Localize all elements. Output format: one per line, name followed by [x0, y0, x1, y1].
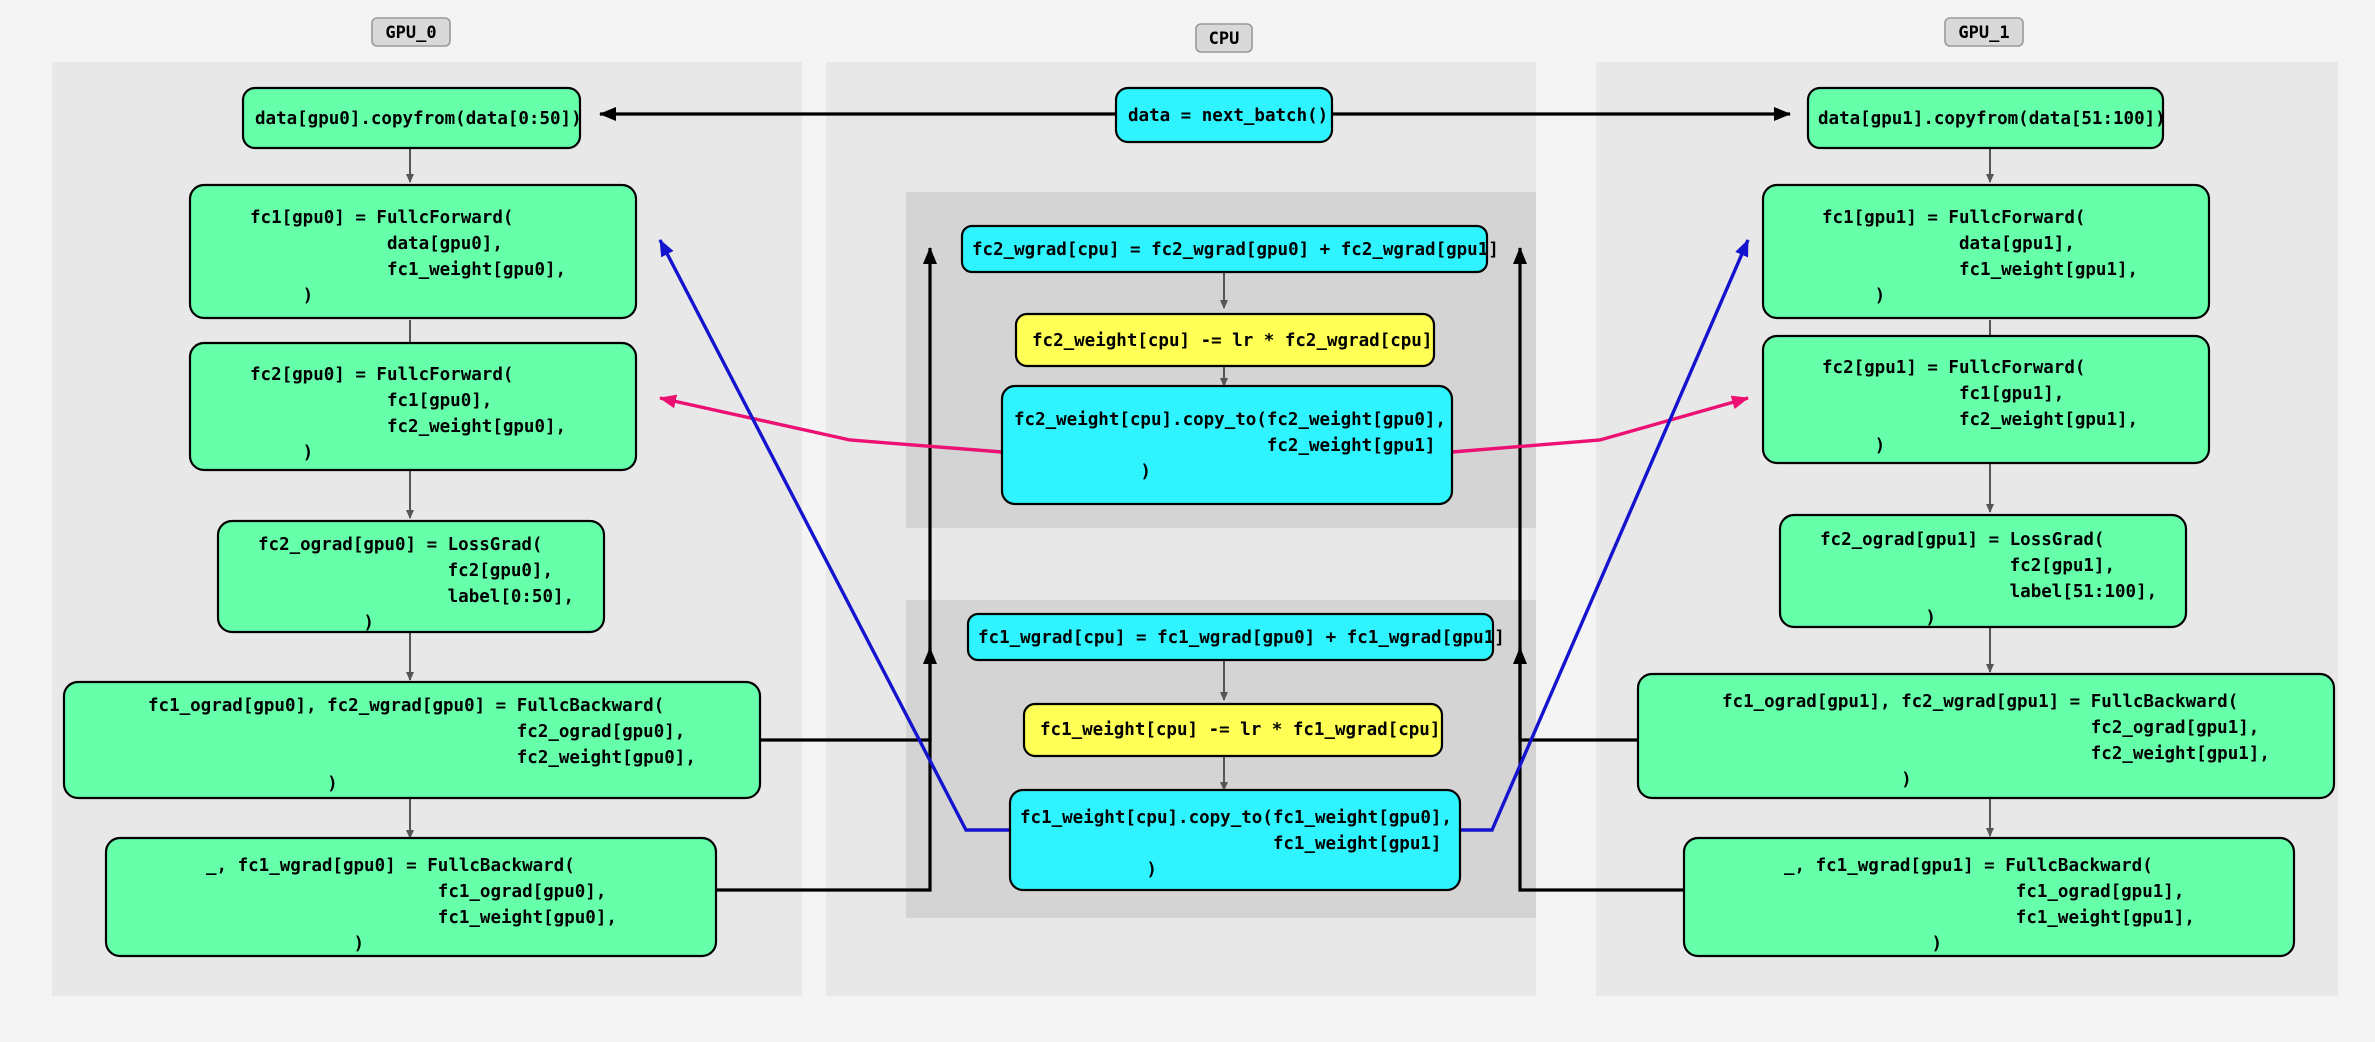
column-header-cpu-label: CPU: [1209, 29, 1240, 49]
node-gpu1-fc2-line3: ): [1822, 436, 1885, 456]
node-gpu1-bwd2-line3: ): [1722, 770, 1912, 790]
node-gpu1-fc2-line1: fc1[gpu1],: [1822, 384, 2064, 404]
node-gpu1-ograd-line1: fc2[gpu1],: [1820, 556, 2115, 576]
node-gpu1-ograd-line2: label[51:100],: [1820, 582, 2157, 602]
column-header-gpu0-label: GPU_0: [385, 23, 436, 43]
node-gpu0-ograd-line1: fc2[gpu0],: [258, 561, 553, 581]
node-gpu1-fc1-line3: ): [1822, 286, 1885, 306]
node-cpu-fc2-copy-line1: fc2_weight[gpu1]: [1014, 436, 1435, 456]
node-gpu1-bwd2-line1: fc2_ograd[gpu1],: [1722, 718, 2259, 738]
node-gpu1-fc2-line0: fc2[gpu1] = FullcForward(: [1822, 358, 2085, 378]
node-cpu-fc1-wgrad-line0: fc1_wgrad[cpu] = fc1_wgrad[gpu0] + fc1_w…: [978, 628, 1505, 648]
node-gpu0-bwd2-line2: fc2_weight[gpu0],: [148, 748, 696, 768]
node-gpu0-bwd2-line1: fc2_ograd[gpu0],: [148, 722, 685, 742]
node-gpu1-bwd1-line0: _, fc1_wgrad[gpu1] = FullcBackward(: [1784, 856, 2153, 876]
column-header-gpu1: GPU_1: [1944, 17, 2024, 47]
node-cpu-next-batch-line0: data = next_batch(): [1128, 106, 1328, 126]
node-gpu1-ograd[interactable]: fc2_ograd[gpu1] = LossGrad( fc2[gpu1], l…: [1778, 513, 2188, 629]
node-gpu0-bwd1-line2: fc1_weight[gpu0],: [206, 908, 617, 928]
node-cpu-fc1-copy[interactable]: fc1_weight[cpu].copy_to(fc1_weight[gpu0]…: [1008, 788, 1462, 892]
node-gpu0-fc1-line1: data[gpu0],: [250, 234, 503, 254]
node-gpu0-bwd2[interactable]: fc1_ograd[gpu0], fc2_wgrad[gpu0] = Fullc…: [62, 680, 762, 800]
node-cpu-fc1-copy-line2: ): [1020, 860, 1157, 880]
node-gpu0-fc1[interactable]: fc1[gpu0] = FullcForward( data[gpu0], fc…: [188, 183, 638, 320]
node-cpu-fc1-copy-line0: fc1_weight[cpu].copy_to(fc1_weight[gpu0]…: [1020, 808, 1452, 828]
node-cpu-fc2-copy-line2: ): [1014, 462, 1151, 482]
node-cpu-fc2-wgrad[interactable]: fc2_wgrad[cpu] = fc2_wgrad[gpu0] + fc2_w…: [960, 224, 1499, 274]
node-gpu0-fc2-line2: fc2_weight[gpu0],: [250, 417, 566, 437]
node-gpu1-ograd-line3: ): [1820, 608, 1936, 628]
node-gpu1-bwd2-line0: fc1_ograd[gpu1], fc2_wgrad[gpu1] = Fullc…: [1722, 692, 2238, 712]
node-gpu0-ograd-line2: label[0:50],: [258, 587, 574, 607]
node-gpu0-fc1-line3: ): [250, 286, 313, 306]
node-gpu0-copyfrom[interactable]: data[gpu0].copyfrom(data[0:50]): [241, 86, 582, 150]
node-gpu0-bwd1-line0: _, fc1_wgrad[gpu0] = FullcBackward(: [206, 856, 575, 876]
node-cpu-fc1-update[interactable]: fc1_weight[cpu] -= lr * fc1_wgrad[cpu]: [1022, 702, 1444, 758]
node-gpu0-fc1-line2: fc1_weight[gpu0],: [250, 260, 566, 280]
column-header-cpu: CPU: [1195, 23, 1253, 53]
node-gpu0-fc2-line1: fc1[gpu0],: [250, 391, 492, 411]
node-cpu-fc1-copy-line1: fc1_weight[gpu1]: [1020, 834, 1441, 854]
node-gpu0-bwd2-line0: fc1_ograd[gpu0], fc2_wgrad[gpu0] = Fullc…: [148, 696, 664, 716]
node-gpu0-bwd1-line3: ): [206, 934, 364, 954]
edge-cpu-fc2copy-to-gpu1: [1451, 395, 1749, 454]
node-gpu1-fc1-line2: fc1_weight[gpu1],: [1822, 260, 2138, 280]
node-cpu-fc1-wgrad[interactable]: fc1_wgrad[cpu] = fc1_wgrad[gpu0] + fc1_w…: [966, 612, 1505, 662]
node-cpu-fc2-copy-line0: fc2_weight[cpu].copy_to(fc2_weight[gpu0]…: [1014, 410, 1446, 430]
edge-cpu-fc1copy-to-gpu1: [1455, 239, 1750, 832]
node-gpu0-fc1-line0: fc1[gpu0] = FullcForward(: [250, 208, 513, 228]
node-cpu-fc2-update[interactable]: fc2_weight[cpu] -= lr * fc2_wgrad[cpu]: [1014, 312, 1436, 368]
node-gpu1-copyfrom-line0: data[gpu1].copyfrom(data[51:100]): [1818, 109, 2166, 129]
node-cpu-fc2-wgrad-line0: fc2_wgrad[cpu] = fc2_wgrad[gpu0] + fc2_w…: [972, 240, 1499, 260]
node-gpu1-bwd1-line1: fc1_ograd[gpu1],: [1784, 882, 2184, 902]
node-gpu1-fc1-line1: data[gpu1],: [1822, 234, 2075, 254]
node-gpu1-bwd1[interactable]: _, fc1_wgrad[gpu1] = FullcBackward( fc1_…: [1682, 836, 2296, 958]
node-gpu0-bwd1[interactable]: _, fc1_wgrad[gpu0] = FullcBackward( fc1_…: [104, 836, 718, 958]
node-gpu1-ograd-line0: fc2_ograd[gpu1] = LossGrad(: [1820, 530, 2104, 550]
node-cpu-fc2-copy[interactable]: fc2_weight[cpu].copy_to(fc2_weight[gpu0]…: [1000, 384, 1454, 506]
node-gpu0-fc2[interactable]: fc2[gpu0] = FullcForward( fc1[gpu0], fc2…: [188, 341, 638, 472]
node-gpu0-ograd[interactable]: fc2_ograd[gpu0] = LossGrad( fc2[gpu0], l…: [216, 519, 606, 634]
node-cpu-fc2-update-line0: fc2_weight[cpu] -= lr * fc2_wgrad[cpu]: [1032, 331, 1432, 351]
node-gpu0-ograd-line3: ): [258, 613, 374, 633]
node-gpu1-bwd1-line2: fc1_weight[gpu1],: [1784, 908, 2195, 928]
node-gpu1-fc2-line2: fc2_weight[gpu1],: [1822, 410, 2138, 430]
node-gpu0-fc2-line3: ): [250, 443, 313, 463]
edge-gpu1-bwd1-to-cpu-fc1wgrad: [1513, 647, 1684, 892]
node-gpu1-copyfrom[interactable]: data[gpu1].copyfrom(data[51:100]): [1806, 86, 2166, 150]
node-gpu1-bwd1-line3: ): [1784, 934, 1942, 954]
node-gpu0-fc2-line0: fc2[gpu0] = FullcForward(: [250, 365, 513, 385]
node-gpu0-bwd1-line1: fc1_ograd[gpu0],: [206, 882, 606, 902]
node-gpu1-fc2[interactable]: fc2[gpu1] = FullcForward( fc1[gpu1], fc2…: [1761, 334, 2211, 465]
node-gpu1-fc1[interactable]: fc1[gpu1] = FullcForward( data[gpu1], fc…: [1761, 183, 2211, 320]
column-header-gpu0: GPU_0: [371, 17, 451, 47]
node-gpu0-ograd-line0: fc2_ograd[gpu0] = LossGrad(: [258, 535, 542, 555]
node-cpu-next-batch[interactable]: data = next_batch(): [1114, 86, 1334, 144]
node-gpu0-bwd2-line3: ): [148, 774, 338, 794]
edge-cpu-fc1copy-to-gpu0: [658, 239, 1010, 832]
node-gpu1-fc1-line0: fc1[gpu1] = FullcForward(: [1822, 208, 2085, 228]
node-gpu1-bwd2-line2: fc2_weight[gpu1],: [1722, 744, 2270, 764]
edge-cpu-fc2copy-to-gpu0: [659, 394, 1003, 454]
node-gpu1-bwd2[interactable]: fc1_ograd[gpu1], fc2_wgrad[gpu1] = Fullc…: [1636, 672, 2336, 800]
edge-gpu0-bwd1-to-cpu-fc1wgrad: [716, 647, 937, 892]
column-header-gpu1-label: GPU_1: [1958, 23, 2009, 43]
node-gpu0-copyfrom-line0: data[gpu0].copyfrom(data[0:50]): [255, 109, 582, 129]
node-cpu-fc1-update-line0: fc1_weight[cpu] -= lr * fc1_wgrad[cpu]: [1040, 720, 1440, 740]
